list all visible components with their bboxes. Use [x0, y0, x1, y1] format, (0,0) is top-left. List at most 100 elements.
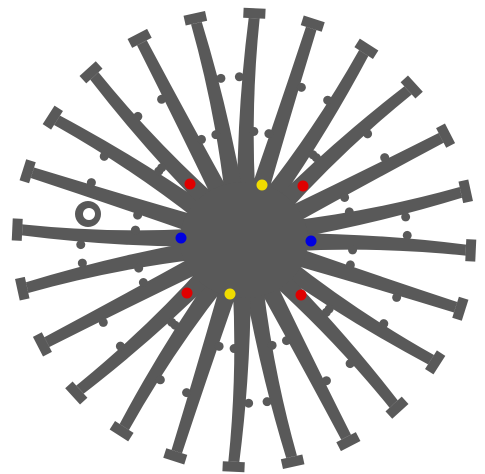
marker-red-upper-right[interactable] — [297, 180, 309, 192]
arm-10 — [269, 269, 409, 419]
arm-knob — [267, 340, 277, 350]
arm-stem — [54, 115, 209, 222]
arm-knob — [244, 398, 254, 408]
arm-cap — [385, 396, 409, 419]
marker-yellow-upper[interactable] — [256, 179, 268, 191]
arm-stem — [237, 17, 260, 193]
arm-stem — [279, 258, 434, 365]
arm-knob — [167, 317, 177, 327]
arm-stem — [119, 275, 226, 430]
arm-knob — [311, 153, 321, 163]
arm-18 — [15, 241, 200, 301]
arm-cap — [79, 61, 103, 84]
arm-17 — [32, 254, 206, 357]
arm-20 — [19, 159, 201, 235]
arm-cap — [65, 381, 88, 405]
arm-stem — [90, 72, 219, 211]
arm-stem — [282, 133, 444, 226]
arm-knob — [348, 245, 358, 255]
arm-knob — [262, 397, 272, 407]
arm-knob — [134, 263, 144, 273]
arm-23 — [127, 28, 230, 202]
arm-cap — [127, 28, 152, 48]
arm-cap — [465, 239, 477, 262]
arm-stem — [269, 269, 398, 408]
marker-blue-left[interactable] — [175, 232, 187, 244]
arm-cap — [11, 218, 23, 241]
arm-stem — [245, 284, 297, 459]
arm-knob — [211, 130, 221, 140]
arm-stem — [258, 278, 351, 440]
arm-stem — [137, 40, 230, 202]
arm-knob — [115, 341, 125, 351]
arm-cap — [109, 421, 134, 442]
arm-knob — [234, 72, 244, 82]
arm-stem — [291, 233, 467, 256]
arm-knob — [77, 258, 87, 268]
arm-knob — [130, 225, 140, 235]
arm-19 — [11, 218, 197, 250]
arm-cap — [42, 105, 63, 130]
arm-knob — [380, 153, 390, 163]
arm-knob — [138, 278, 148, 288]
arm-4 — [273, 75, 423, 215]
arm-cap — [163, 448, 188, 465]
arm-5 — [282, 123, 456, 226]
arm-knob — [392, 292, 402, 302]
arm-knob — [401, 212, 411, 222]
arm-knob — [155, 375, 165, 385]
arm-knob — [182, 388, 192, 398]
arm-cap — [354, 38, 379, 59]
arm-stem — [30, 167, 201, 235]
ring-hole — [83, 208, 95, 220]
arm-knob — [379, 319, 389, 329]
arm-cap — [400, 75, 423, 99]
arm-knob — [345, 359, 355, 369]
arm-knob — [98, 317, 108, 327]
arm-7 — [291, 230, 477, 262]
marker-yellow-lower[interactable] — [224, 288, 236, 300]
marker-red-lower-right[interactable] — [295, 289, 307, 301]
arm-22 — [79, 61, 219, 211]
arm-stem — [287, 245, 458, 313]
arm-16 — [65, 265, 215, 405]
arm-stem — [228, 287, 251, 463]
arm-knob — [76, 240, 86, 250]
marker-red-lower-left[interactable] — [181, 287, 193, 299]
marker-red-upper-left[interactable] — [184, 178, 196, 190]
arm-13 — [222, 287, 254, 473]
arm-knob — [196, 134, 206, 144]
arm-stem — [76, 265, 215, 394]
arm-knob — [402, 230, 412, 240]
arm-cap — [19, 159, 36, 184]
arm-11 — [258, 278, 361, 452]
marker-blue-right[interactable] — [305, 235, 317, 247]
markers-group — [175, 178, 317, 301]
central-hub — [180, 182, 308, 298]
arm-knob — [229, 344, 239, 354]
arm-cap — [183, 11, 208, 26]
arm-knob — [157, 94, 167, 104]
arm-cap — [436, 123, 456, 148]
arm-cap — [336, 432, 361, 452]
arm-knob — [264, 129, 274, 139]
arm-cap — [222, 461, 245, 473]
arm-knob — [133, 210, 143, 220]
arm-cap — [280, 454, 305, 469]
arm-knob — [99, 151, 109, 161]
arm-cap — [15, 276, 30, 301]
arm-knob — [214, 341, 224, 351]
arm-knob — [340, 192, 350, 202]
arm-stem — [262, 50, 369, 205]
arm-knob — [344, 207, 354, 217]
arm-14 — [163, 283, 239, 465]
arm-cap — [458, 179, 473, 204]
arm-cap — [300, 15, 325, 32]
arm-stem — [25, 241, 200, 293]
arm-knob — [157, 163, 167, 173]
arm-15 — [109, 275, 226, 442]
arm-knob — [321, 376, 331, 386]
arm-stem — [171, 283, 239, 454]
